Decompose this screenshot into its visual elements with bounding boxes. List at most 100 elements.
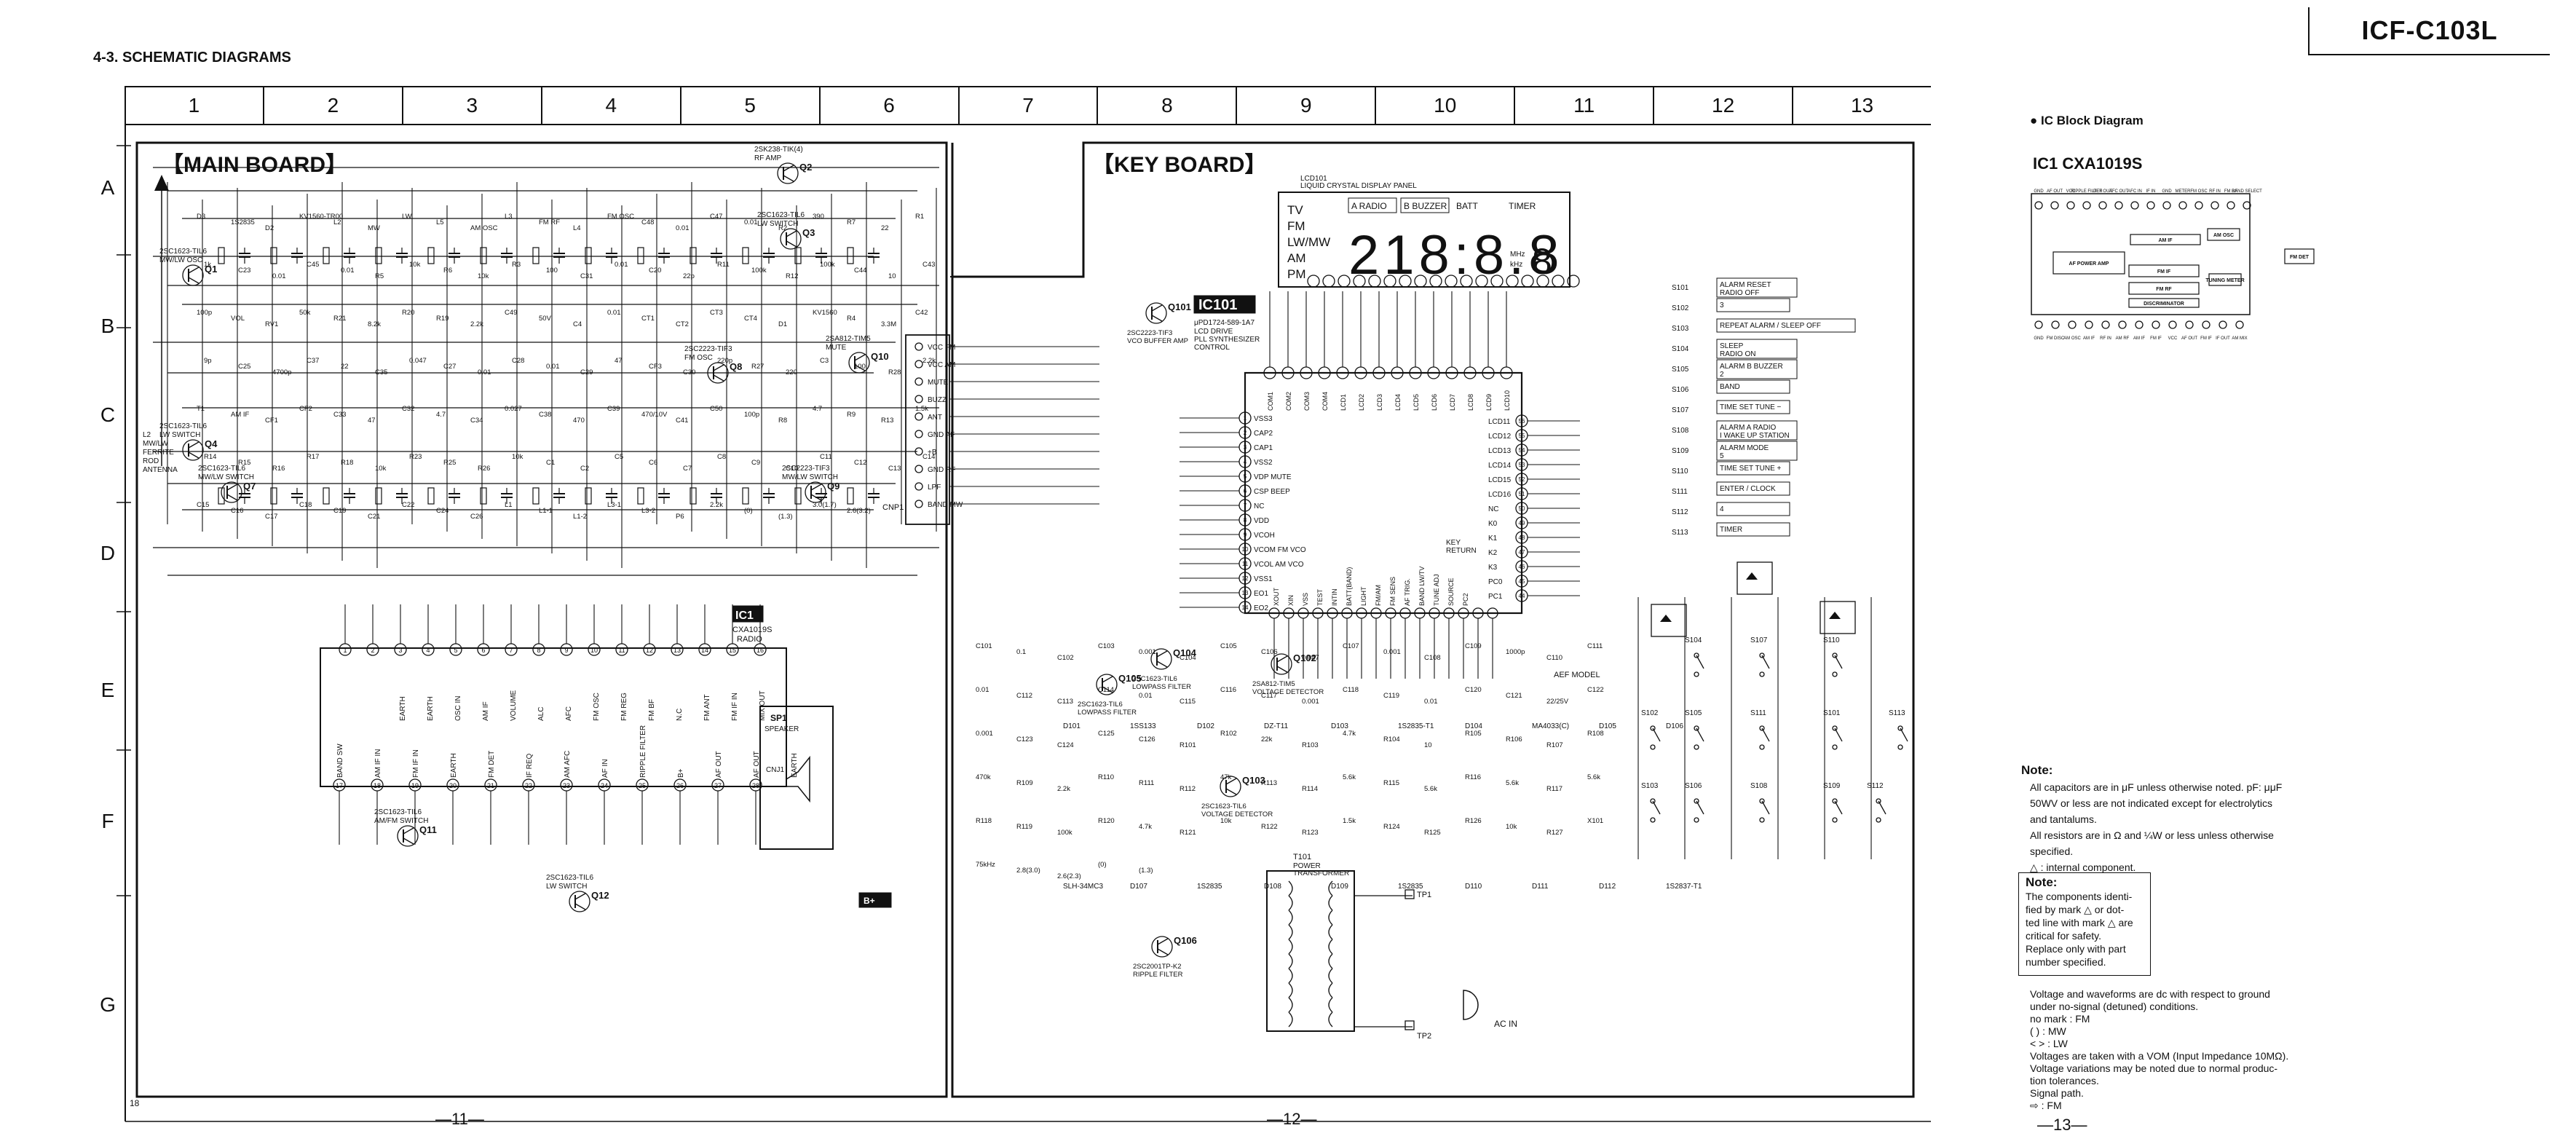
switch-contact bbox=[1694, 817, 1699, 823]
transformer-coil bbox=[1328, 939, 1333, 955]
component-label: 1S2835 bbox=[231, 218, 255, 226]
grid-col-10: 10 bbox=[1376, 87, 1516, 124]
component-label: R125 bbox=[1424, 829, 1441, 837]
transistor-function: MUTE bbox=[826, 344, 847, 352]
component-label: 50k bbox=[299, 309, 311, 317]
diode-label: 1S2835 bbox=[1398, 883, 1423, 891]
ic101-top-pin-name: LCD10 bbox=[1504, 390, 1511, 411]
component-label: C121 bbox=[1506, 692, 1522, 700]
ic1-pin-num: 4 bbox=[426, 647, 430, 654]
component-label: C2 bbox=[580, 465, 589, 473]
lcd-indicator-box bbox=[1400, 197, 1450, 213]
matrix-switch-ref: S101 bbox=[1823, 709, 1841, 717]
ic-block-bottom-pin-name: AM RF bbox=[2116, 336, 2130, 341]
matrix-switch-ref: S106 bbox=[1685, 782, 1702, 790]
component-label: C3 bbox=[820, 357, 829, 365]
component-label: D1 bbox=[778, 320, 787, 328]
component-label: CF3 bbox=[649, 363, 662, 371]
matrix-switch-ref: S108 bbox=[1750, 782, 1768, 790]
transistor-q3 bbox=[780, 228, 802, 250]
lcd-indicator: TIMER bbox=[1509, 201, 1536, 211]
safety-line: The components identi- bbox=[2026, 891, 2133, 902]
ic-block-am-if bbox=[2130, 234, 2201, 245]
resistor-symbol bbox=[375, 247, 382, 264]
switch-lever bbox=[1696, 655, 1704, 669]
transformer-coil bbox=[1328, 968, 1333, 984]
grid-col-9: 9 bbox=[1237, 87, 1377, 124]
component-label: C126 bbox=[1139, 735, 1155, 743]
ic-block-top-pin-name: AFC IN bbox=[2127, 189, 2142, 194]
ic-block-bottom-pin-name: VCC bbox=[2168, 336, 2178, 341]
transistor-q101 bbox=[1145, 302, 1167, 324]
component-label: C21 bbox=[368, 513, 380, 521]
ic101-pin-num: 5 bbox=[1244, 473, 1247, 480]
lcd-band-fm: FM bbox=[1287, 219, 1305, 233]
component-label: C37 bbox=[307, 357, 319, 365]
ic101-pin-num: 53 bbox=[1519, 462, 1525, 468]
transistor-q101-emitter bbox=[1151, 315, 1163, 322]
ic-block-bottom-pin bbox=[2101, 320, 2110, 329]
lcd-pin bbox=[1445, 275, 1458, 288]
component-label: L5 bbox=[436, 218, 444, 226]
transistor-q106-collector bbox=[1157, 938, 1169, 945]
resistor-symbol bbox=[323, 247, 330, 264]
component-label: R19 bbox=[436, 315, 449, 323]
ic-block-label: FM IF bbox=[2157, 269, 2171, 275]
component-label: 22/25V bbox=[1546, 698, 1569, 706]
ic-block-section: ● IC Block Diagram bbox=[2030, 114, 2144, 127]
ic101-pin-num: 10 bbox=[1242, 546, 1249, 553]
cnp1-pin bbox=[914, 465, 923, 473]
diode-bridge-d112 bbox=[1820, 601, 1856, 634]
component-label: C31 bbox=[580, 272, 593, 280]
component-label: (1.3) bbox=[778, 513, 793, 521]
component-label: R5 bbox=[375, 272, 384, 280]
component-label: 5.6k bbox=[1343, 773, 1356, 781]
component-label: C13 bbox=[888, 465, 901, 473]
switch-ref: S102 bbox=[1672, 304, 1689, 312]
switch-contact bbox=[1876, 798, 1881, 804]
lcd-pin bbox=[1338, 275, 1351, 288]
component-label: R118 bbox=[976, 817, 992, 825]
transformer-coil bbox=[1328, 953, 1333, 969]
component-label: 100p bbox=[744, 411, 759, 419]
ic1-part: CXA1019S bbox=[732, 626, 772, 634]
ic101-bottom-pin-name: LIGHT bbox=[1360, 586, 1367, 606]
ic1-pin-num: 9 bbox=[564, 647, 568, 654]
transistor-q3-collector bbox=[786, 230, 797, 237]
resistor-symbol bbox=[690, 487, 697, 505]
transistor-function: VOLTAGE DETECTOR bbox=[1252, 688, 1324, 696]
ic1-pin-num: 10 bbox=[590, 647, 598, 654]
ic1-pin-name: EARTH bbox=[427, 696, 435, 721]
ic101-top-pin-name: LCD1 bbox=[1340, 394, 1347, 411]
component-label: R109 bbox=[1016, 779, 1033, 787]
ic1-pin-name: FM IF IN bbox=[731, 693, 739, 721]
transformer-coil bbox=[1328, 895, 1333, 911]
ic1-pin-name: EARTH bbox=[450, 753, 458, 778]
switch-label: TIME SET TUNE + bbox=[1720, 465, 1782, 473]
ic101-bottom-pin-name: TUNE ADJ bbox=[1433, 574, 1440, 606]
ic101-right-pin-name: LCD11 bbox=[1488, 418, 1511, 426]
component-label: R8 bbox=[778, 417, 787, 425]
ic101-top-pin-name: LCD6 bbox=[1431, 394, 1438, 411]
ic101-function: PLL SYNTHESIZER bbox=[1194, 336, 1260, 344]
switch-label-box bbox=[1716, 277, 1798, 298]
transistor-function: VCO BUFFER AMP bbox=[1127, 337, 1188, 345]
transistor-q101-collector bbox=[1151, 304, 1163, 312]
ic-block-top-pin bbox=[2050, 201, 2059, 210]
transformer-coil bbox=[1288, 880, 1293, 896]
ic1-pin-name: AM IF IN bbox=[374, 749, 382, 778]
component-label: C113 bbox=[1057, 698, 1073, 706]
cnp1-pin bbox=[914, 500, 923, 508]
ic1-pin-name: FM BF bbox=[648, 699, 656, 721]
ic101-left-pin-name: VCOL AM VCO bbox=[1254, 561, 1304, 569]
component-label: 2.8(3.0) bbox=[1016, 867, 1040, 875]
component-label: C120 bbox=[1465, 686, 1482, 694]
transistor-q103-emitter bbox=[1225, 788, 1237, 795]
component-label: R15 bbox=[238, 459, 250, 467]
switch-label-box bbox=[1716, 502, 1790, 516]
ic-block-label: AM OSC bbox=[2213, 233, 2234, 238]
ic1-pin-num: 22 bbox=[525, 782, 532, 789]
component-label: C47 bbox=[710, 213, 722, 221]
ic-block-bottom-pin-name: GND bbox=[2034, 336, 2044, 341]
switch-lever bbox=[1834, 727, 1843, 742]
